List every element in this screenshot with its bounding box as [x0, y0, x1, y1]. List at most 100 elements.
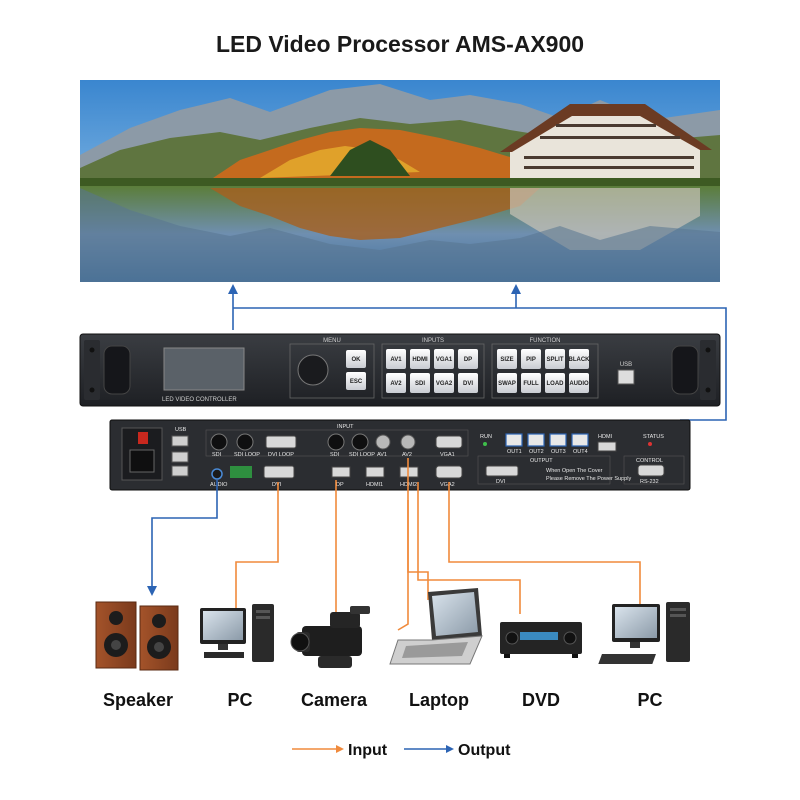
warning-line-1: When Open The Cover [546, 468, 603, 474]
audio-label: AUDIO [210, 482, 228, 488]
status-label: STATUS [643, 434, 664, 440]
esc-button[interactable] [346, 372, 366, 390]
power-switch[interactable] [138, 432, 148, 444]
input-button-dp[interactable] [458, 349, 478, 369]
input-button-sdi[interactable] [410, 373, 430, 393]
function-button-audio[interactable] [569, 373, 589, 393]
av2-port[interactable] [400, 434, 416, 450]
vga2-label: VGA2 [440, 482, 455, 488]
menu-section-label: MENU [323, 338, 341, 344]
dvi-loop-port[interactable] [265, 435, 297, 449]
input-button-label: DVI [463, 381, 473, 387]
vga2-port[interactable] [435, 465, 463, 479]
av2-label: AV2 [402, 452, 412, 458]
device-label-laptop: Laptop [409, 690, 469, 710]
rear-panel: USB AUDIO INPUT SDI SDI LOOP DVI LOOP SD… [109, 419, 691, 491]
device-label-camera: Camera [301, 690, 368, 710]
input-button-label: SDI [415, 381, 425, 387]
ok-button-label: OK [352, 357, 362, 363]
input-button-vga2[interactable] [434, 373, 454, 393]
legend-input-label: Input [348, 742, 388, 759]
dvi-in-port[interactable] [263, 465, 295, 479]
front-usb-label: USB [620, 362, 632, 368]
legend-input-arrow [336, 745, 344, 753]
rear-usb-port-2[interactable] [171, 451, 189, 463]
dvi-out-port[interactable] [485, 465, 519, 477]
function-button-label: SIZE [500, 357, 513, 363]
brand-label: LED VIDEO CONTROLLER [162, 397, 237, 403]
vga1-label: VGA1 [440, 452, 455, 458]
rj45-port-label: OUT3 [551, 449, 566, 455]
rj45-port-out1[interactable] [505, 433, 523, 447]
legend-output-label: Output [458, 742, 511, 759]
input-button-label: DP [464, 357, 472, 363]
pc1-input-line [235, 482, 279, 608]
hdmi-out-port[interactable] [597, 441, 617, 452]
camera-icon [290, 606, 370, 668]
function-button-label: SWAP [498, 381, 516, 387]
dp-port[interactable] [331, 466, 351, 478]
audio-jack[interactable] [211, 468, 223, 480]
function-button-label: LOAD [547, 381, 565, 387]
function-button-load[interactable] [545, 373, 565, 393]
function-button-swap[interactable] [497, 373, 517, 393]
sdi-loop2-label: SDI LOOP [349, 452, 375, 458]
function-button-full[interactable] [521, 373, 541, 393]
av1-port[interactable] [375, 434, 391, 450]
sdi-loop2-port[interactable] [351, 433, 369, 451]
warning-line-2: Please Remove The Power Supply [546, 476, 631, 482]
sdi-port[interactable] [210, 433, 228, 451]
pc2-input-line [448, 482, 641, 604]
lcd-display [163, 347, 245, 391]
speaker-arrowhead [147, 586, 157, 596]
menu-knob[interactable] [297, 354, 329, 386]
screen-arrow-left [228, 284, 238, 294]
function-section-label: FUNCTION [530, 338, 561, 344]
rear-input-label: INPUT [337, 424, 354, 430]
input-button-av2[interactable] [386, 373, 406, 393]
rear-usb-port-3[interactable] [171, 465, 189, 477]
legend-output-arrow [446, 745, 454, 753]
device-label-pc1: PC [227, 690, 252, 710]
hdmi1-port[interactable] [365, 466, 385, 478]
rj45-port-out2[interactable] [527, 433, 545, 447]
hdmi-out-label: HDMI [598, 434, 613, 440]
dvi-in-label: DVI [272, 482, 282, 488]
function-button-split[interactable] [545, 349, 565, 369]
input-button-av1[interactable] [386, 349, 406, 369]
dp-label: DP [336, 482, 344, 488]
rj45-port-out4[interactable] [571, 433, 589, 447]
input-button-vga1[interactable] [434, 349, 454, 369]
terminal-block[interactable] [230, 466, 252, 478]
input-button-label: VGA2 [436, 381, 453, 387]
input-button-dvi[interactable] [458, 373, 478, 393]
rj45-port-label: OUT2 [529, 449, 544, 455]
ok-button[interactable] [346, 350, 366, 368]
rj45-port-out3[interactable] [549, 433, 567, 447]
legend: Input Output [292, 742, 511, 759]
vga1-port[interactable] [435, 435, 463, 449]
laptop-icon [389, 588, 483, 665]
sdi-loop-label: SDI LOOP [234, 452, 260, 458]
laptop-input-line-2 [397, 500, 409, 631]
inputs-section-label: INPUTS [422, 338, 444, 344]
sdi2-port[interactable] [327, 433, 345, 451]
function-button-pip[interactable] [521, 349, 541, 369]
sdi-loop-port[interactable] [236, 433, 254, 451]
input-button-hdmi[interactable] [410, 349, 430, 369]
front-usb-port[interactable] [617, 369, 635, 385]
rs232-port[interactable] [637, 464, 665, 477]
device-label-pc2: PC [637, 690, 662, 710]
rear-usb-port-1[interactable] [171, 435, 189, 447]
hdmi2-port[interactable] [399, 466, 419, 478]
function-button-black[interactable] [569, 349, 589, 369]
rs232-label: RS-232 [640, 479, 659, 485]
function-button-size[interactable] [497, 349, 517, 369]
rear-output-label: OUTPUT [530, 458, 553, 464]
input-button-label: AV2 [390, 381, 402, 387]
